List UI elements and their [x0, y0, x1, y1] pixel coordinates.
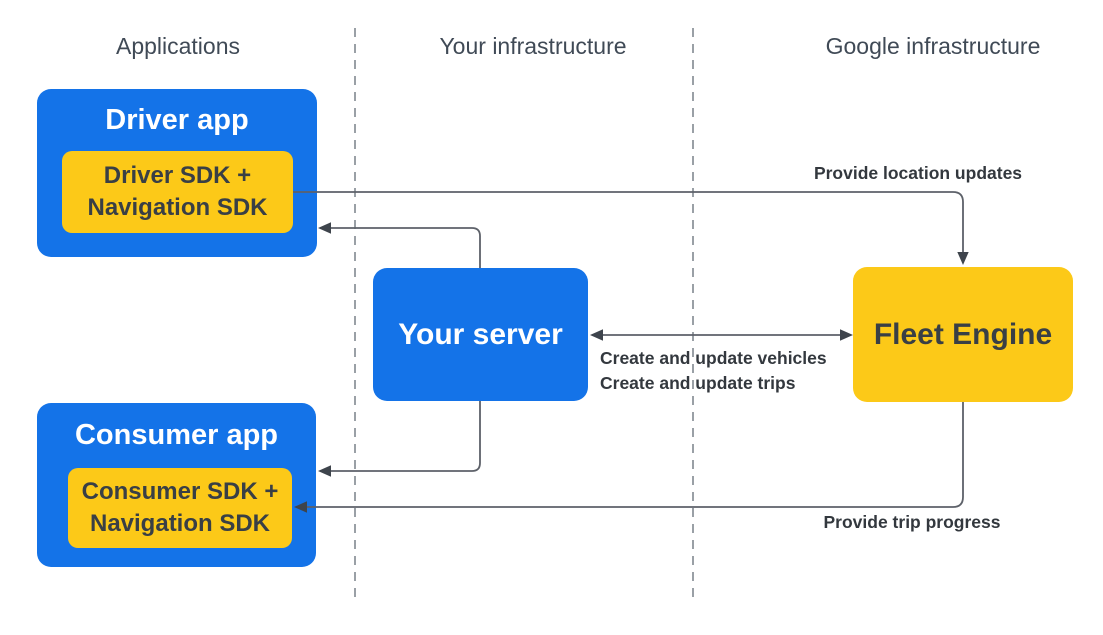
node-consumer-app-title: Consumer app	[74, 419, 279, 451]
column-header-your-infrastructure: Your infrastructure	[439, 33, 627, 59]
edge-label-provide-trip-progress: Provide trip progress	[823, 512, 1001, 532]
edge-label-create-update: Create and update vehicles Create and up…	[600, 346, 827, 395]
column-header-google-infrastructure: Google infrastructure	[825, 33, 1041, 59]
consumer-sdk-label-line2: Navigation SDK	[89, 510, 271, 537]
node-consumer-app: Consumer app Consumer SDK + Navigation S…	[37, 403, 316, 567]
node-your-server-title: Your server	[398, 317, 563, 351]
edge-label-create-update-vehicles: Create and update vehicles	[600, 348, 827, 368]
node-driver-app: Driver app Driver SDK + Navigation SDK	[37, 89, 317, 257]
node-fleet-engine: Fleet Engine	[853, 267, 1073, 402]
edge-label-provide-location-updates: Provide location updates	[813, 163, 1023, 183]
edge-your-server-to-driver-app	[318, 222, 481, 268]
edge-driver-sdk-to-fleet-engine	[293, 191, 969, 265]
edge-label-create-update-trips: Create and update trips	[600, 372, 796, 393]
edge-your-server-to-consumer-app	[318, 401, 481, 477]
node-your-server: Your server	[373, 268, 588, 401]
consumer-sdk-label-line1: Consumer SDK +	[81, 478, 279, 505]
column-header-applications: Applications	[115, 33, 241, 59]
node-consumer-sdk: Consumer SDK + Navigation SDK	[68, 468, 292, 548]
node-fleet-engine-title: Fleet Engine	[873, 317, 1053, 351]
node-driver-app-title: Driver app	[105, 103, 249, 136]
driver-sdk-label-line1: Driver SDK +	[103, 162, 252, 189]
node-driver-sdk: Driver SDK + Navigation SDK	[62, 151, 293, 233]
driver-sdk-label-line2: Navigation SDK	[87, 194, 268, 221]
edge-fleet-engine-to-consumer-sdk	[294, 402, 964, 513]
